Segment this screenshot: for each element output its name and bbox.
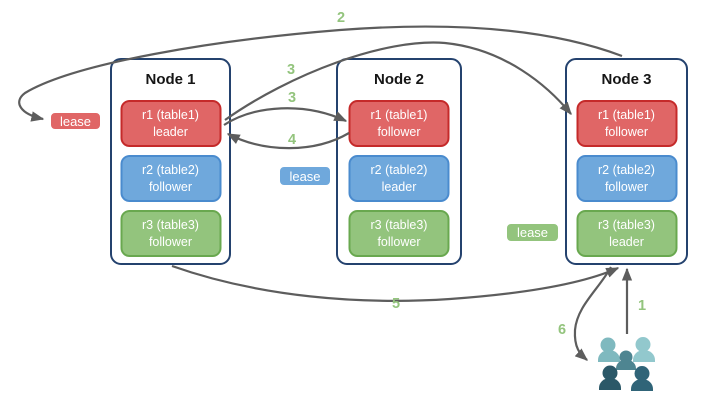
node-3-replica-r2: r2 (table2) follower [576, 155, 677, 202]
replica-role: follower [148, 234, 193, 249]
replica-role: follower [604, 179, 649, 194]
step-label-2: 2 [336, 10, 346, 26]
replica-name: r1 (table1) [370, 108, 428, 122]
node-2-box: Node 2 r1 (table1) follower r2 (table2) … [336, 58, 462, 265]
replica-name: r3 (table3) [142, 218, 199, 232]
replica-role: follower [377, 124, 421, 139]
node-3-replica-r3: r3 (table3) leader [576, 210, 677, 257]
replica-name: r2 (table2) [370, 163, 428, 177]
replica-name: r2 (table2) [598, 163, 655, 177]
replica-role: follower [604, 124, 649, 139]
lease-label: lease [516, 225, 549, 240]
node-1-title: Node 1 [145, 71, 196, 88]
lease-label: lease [289, 168, 321, 184]
node-1-box: Node 1 r1 (table1) leader r2 (table2) fo… [110, 58, 231, 265]
replica-role: follower [148, 179, 193, 194]
step-label-3a: 3 [286, 62, 296, 78]
replica-name: r1 (table1) [142, 108, 199, 122]
lease-badge-table1: lease [49, 111, 102, 131]
replica-name: r2 (table2) [142, 163, 199, 177]
node-2-replica-r3: r3 (table3) follower [348, 210, 450, 257]
node-2-replica-r2: r2 (table2) leader [348, 155, 450, 202]
replica-role: leader [153, 124, 188, 139]
lease-badge-table2: lease [278, 165, 332, 187]
node-2-title: Node 2 [373, 71, 424, 88]
lease-label: lease [59, 113, 92, 129]
replica-name: r3 (table3) [598, 218, 655, 232]
replica-role: follower [377, 234, 421, 249]
node-2-replica-r1: r1 (table1) follower [348, 100, 450, 147]
arrow-3-to-node2-path [223, 107, 348, 126]
replica-name: r3 (table3) [370, 218, 428, 232]
node-3-replica-r1: r1 (table1) follower [576, 100, 677, 147]
replica-role: leader [609, 234, 644, 249]
node-1-replica-r3: r3 (table3) follower [120, 210, 221, 257]
step-label-6: 6 [557, 322, 567, 338]
replica-name: r1 (table1) [598, 108, 655, 122]
lease-badge-table3: lease [505, 222, 560, 243]
node-3-box: Node 3 r1 (table1) follower r2 (table2) … [565, 58, 688, 265]
step-label-4: 4 [287, 132, 297, 148]
node-3-title: Node 3 [601, 71, 652, 88]
step-label-5: 5 [391, 296, 401, 312]
node-1-replica-r2: r2 (table2) follower [120, 155, 221, 202]
step-label-1: 1 [637, 298, 647, 314]
node-1-replica-r1: r1 (table1) leader [120, 100, 221, 147]
replica-role: leader [381, 179, 417, 194]
users-group-icon [598, 337, 655, 391]
step-label-3b: 3 [287, 90, 297, 106]
